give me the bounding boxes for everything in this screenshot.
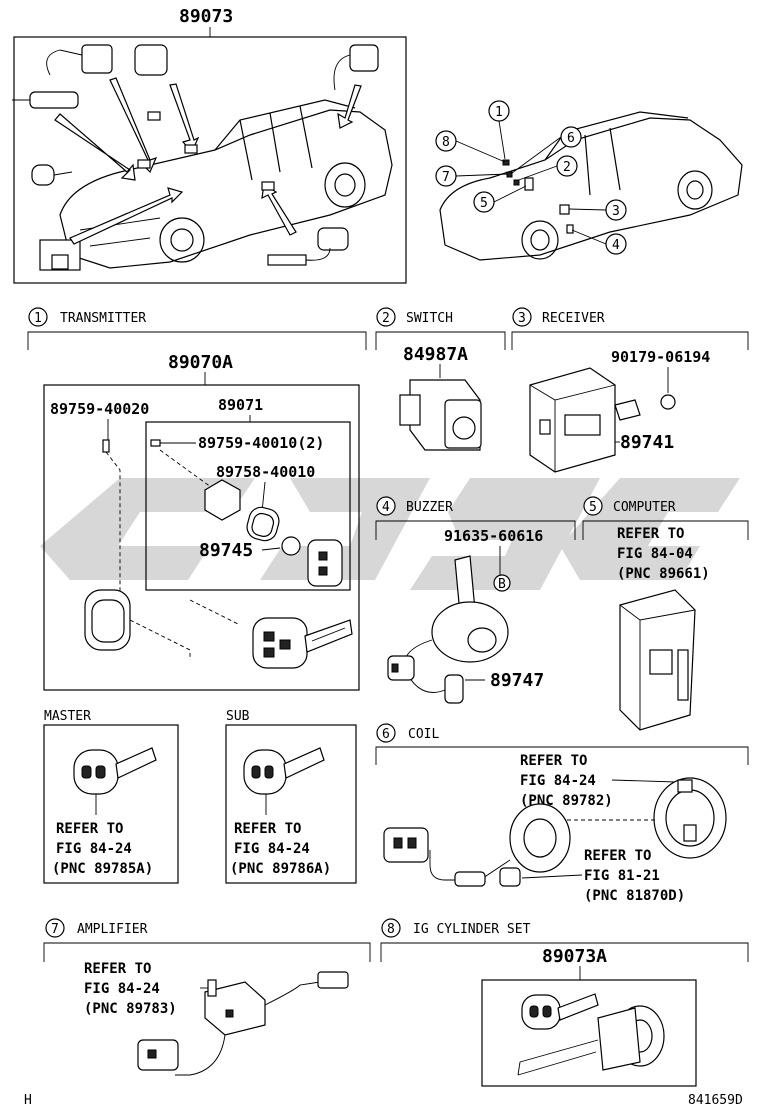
top-assembly-frame	[13, 36, 407, 284]
ig-cylinder-label: IG CYLINDER SET	[413, 922, 531, 937]
section-receiver: 3 RECEIVER 90179-06194 89741	[511, 307, 749, 473]
svg-text:REFER TO: REFER TO	[56, 821, 123, 837]
buzzer-body	[431, 601, 509, 663]
svg-text:(PNC 89783): (PNC 89783)	[84, 1001, 177, 1017]
svg-text:4: 4	[382, 500, 390, 515]
transmitter-board	[307, 539, 343, 587]
svg-text:FIG 84-24: FIG 84-24	[520, 773, 596, 789]
receiver-nut	[660, 394, 676, 410]
sub-key-blade	[283, 747, 325, 779]
sub-label: SUB	[226, 709, 250, 724]
coil-label: COIL	[408, 727, 439, 742]
master-key-blade	[115, 747, 157, 779]
section-transmitter: 1 TRANSMITTER 89070A 89759-40020 89071 8…	[27, 307, 367, 691]
transmitter-key-blade	[304, 619, 353, 653]
section-buzzer: 4 BUZZER 91635-60616 B 89747	[375, 496, 576, 704]
svg-text:4: 4	[612, 238, 620, 253]
watermark	[40, 478, 740, 590]
svg-text:FIG 81-21: FIG 81-21	[584, 868, 660, 884]
svg-text:2: 2	[563, 160, 571, 175]
receiver-part-number: 89741	[620, 432, 674, 453]
section-sub-key: SUB REFER TO FIG 84-24 (PNC 89786A)	[225, 709, 357, 884]
amplifier-connector-a	[317, 971, 349, 989]
receiver-nut-number: 90179-06194	[611, 348, 710, 366]
section-coil: 6 COIL REFER TO FIG 84-24 (PNC 89782) RE…	[375, 723, 749, 904]
screw-outer-number: 89759-40020	[50, 400, 149, 418]
svg-text:FIG 84-24: FIG 84-24	[84, 981, 160, 997]
svg-text:6: 6	[567, 131, 575, 146]
svg-text:8: 8	[442, 135, 450, 150]
section-amplifier: 7 AMPLIFIER REFER TO FIG 84-24 (PNC 8978…	[43, 918, 371, 1076]
transmitter-assembly-number: 89070A	[168, 352, 233, 373]
svg-text:REFER TO: REFER TO	[84, 961, 151, 977]
svg-text:(PNC 89785A): (PNC 89785A)	[52, 861, 153, 877]
buzzer-part-number: 89747	[490, 670, 544, 691]
svg-text:(PNC 81870D): (PNC 81870D)	[584, 888, 685, 904]
screw-inner-number: 89759-40010(2)	[198, 434, 324, 452]
amplifier-label: AMPLIFIER	[77, 922, 148, 937]
svg-text:7: 7	[51, 922, 59, 937]
car-illustration-right	[439, 111, 743, 261]
drawing-number: 841659D	[688, 1093, 743, 1108]
battery-number: 89745	[199, 540, 253, 561]
amplifier-unit	[204, 981, 266, 1036]
svg-text:FIG 84-24: FIG 84-24	[234, 841, 310, 857]
svg-text:FIG 84-24: FIG 84-24	[56, 841, 132, 857]
svg-text:3: 3	[612, 204, 620, 219]
transmitter-subassembly-number: 89071	[218, 396, 263, 414]
top-assembly-number: 89073	[179, 6, 233, 27]
buzzer-label: BUZZER	[406, 500, 453, 515]
svg-text:1: 1	[495, 105, 503, 120]
section-switch: 2 SWITCH 84987A	[375, 307, 506, 451]
section-master-key: MASTER REFER TO FIG 84-24 (PNC 89785A)	[43, 709, 179, 884]
svg-text:REFER TO: REFER TO	[234, 821, 301, 837]
car-illustration-left	[12, 44, 393, 271]
svg-text:8: 8	[387, 922, 395, 937]
battery	[281, 536, 301, 556]
cover-hexagon	[204, 479, 241, 521]
master-label: MASTER	[44, 709, 91, 724]
coil-connector	[383, 827, 429, 863]
switch-part-number: 84987A	[403, 344, 468, 365]
computer-label: COMPUTER	[613, 500, 676, 515]
svg-text:REFER TO: REFER TO	[584, 848, 651, 864]
buzzer-bolt-number: 91635-60616	[444, 527, 543, 545]
buzzer-bolt-mark	[493, 574, 511, 592]
ig-cylinder-part-number: 89073A	[542, 946, 607, 967]
svg-text:(PNC 89661): (PNC 89661)	[617, 566, 710, 582]
footer-left-mark: H	[24, 1093, 32, 1108]
ig-key-blade	[557, 993, 599, 1021]
svg-text:5: 5	[589, 500, 597, 515]
section-computer: 5 COMPUTER REFER TO FIG 84-04 (PNC 89661…	[582, 496, 749, 731]
svg-text:7: 7	[442, 170, 450, 185]
receiver-label: RECEIVER	[542, 311, 605, 326]
svg-text:REFER TO: REFER TO	[617, 526, 684, 542]
transmitter-label: TRANSMITTER	[60, 311, 146, 326]
svg-text:2: 2	[382, 311, 390, 326]
ig-key-head	[521, 994, 561, 1030]
switch-label: SWITCH	[406, 311, 453, 326]
svg-text:6: 6	[382, 727, 390, 742]
svg-text:FIG 84-04: FIG 84-04	[617, 546, 693, 562]
callout-group: 1 8 6 2 7 5 3 4	[435, 100, 627, 255]
svg-text:1: 1	[34, 311, 42, 326]
svg-text:3: 3	[518, 311, 526, 326]
gasket-number: 89758-40010	[216, 463, 315, 481]
svg-text:REFER TO: REFER TO	[520, 753, 587, 769]
svg-text:B: B	[498, 577, 506, 592]
svg-text:5: 5	[480, 196, 488, 211]
amplifier-connector-b	[137, 1039, 179, 1071]
section-ig-cylinder: 8 IG CYLINDER SET 89073A	[380, 918, 749, 1087]
svg-text:(PNC 89786A): (PNC 89786A)	[230, 861, 331, 877]
